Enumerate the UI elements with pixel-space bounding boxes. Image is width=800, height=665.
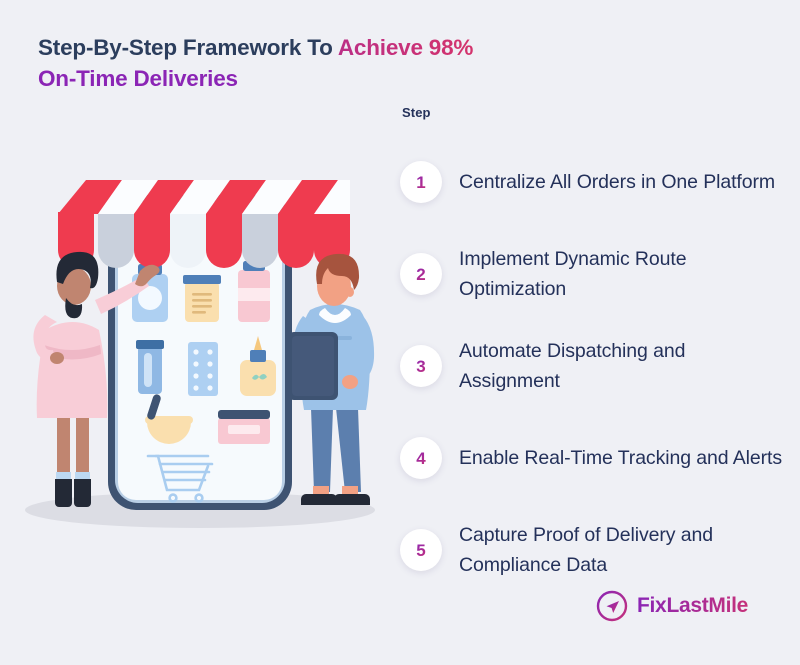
woman-pointing-illustration: [33, 251, 160, 507]
title-part-accent-purple: On-Time Deliveries: [38, 66, 238, 91]
tube-icon: [136, 340, 164, 394]
list-item[interactable]: 2 Implement Dynamic Route Optimization: [400, 228, 790, 320]
step-label: Automate Dispatching and Assignment: [459, 340, 686, 392]
title-line-2: On-Time Deliveries: [38, 63, 558, 94]
shopping-cart-icon: [146, 454, 214, 503]
paper-plane-in-circle-icon: [596, 590, 628, 622]
step-number: 3: [416, 356, 426, 376]
step-label: Enable Real-Time Tracking and Alerts: [459, 447, 782, 469]
step-number: 2: [416, 264, 426, 284]
striped-awning: [58, 180, 350, 268]
step-number: 5: [416, 540, 426, 560]
step-number-badge: 5: [400, 529, 442, 571]
container-cream-icon: [183, 275, 221, 322]
bottle-pink-icon: [238, 261, 270, 322]
brand-name: FixLastMile: [637, 594, 749, 617]
pill-blister-icon: [188, 342, 218, 396]
steps-list: 1 Centralize All Orders in One Platform …: [400, 136, 790, 596]
step-label: Capture Proof of Delivery and Compliance…: [459, 524, 713, 576]
man-with-clipboard-illustration: [288, 253, 375, 505]
brand-logo[interactable]: FixLastMile: [596, 590, 748, 622]
step-number-badge: 2: [400, 253, 442, 295]
list-item[interactable]: 3 Automate Dispatching and Assignment: [400, 320, 790, 412]
title-part-accent-pink: Achieve 98%: [337, 35, 474, 60]
mortar-pestle-icon: [145, 394, 193, 444]
step-label: Implement Dynamic Route Optimization: [459, 248, 687, 300]
pharmacy-storefront-illustration: [25, 180, 375, 528]
step-number: 1: [416, 172, 426, 192]
title-line-1: Step-By-Step Framework To Achieve 98%: [38, 32, 558, 63]
dropper-bottle-icon: [240, 336, 276, 396]
step-label: Centralize All Orders in One Platform: [459, 171, 776, 193]
list-item[interactable]: 1 Centralize All Orders in One Platform: [400, 136, 790, 228]
step-number-badge: 4: [400, 437, 442, 479]
list-item[interactable]: 5 Capture Proof of Delivery and Complian…: [400, 504, 790, 596]
page-title: Step-By-Step Framework To Achieve 98% On…: [38, 32, 558, 94]
step-number-badge: 3: [400, 345, 442, 387]
step-number-badge: 1: [400, 161, 442, 203]
box-icon: [218, 410, 270, 444]
steps-column-header: Step: [402, 105, 431, 120]
title-part-dark: Step-By-Step Framework To: [38, 35, 338, 60]
step-number: 4: [416, 448, 426, 468]
list-item[interactable]: 4 Enable Real-Time Tracking and Alerts: [400, 412, 790, 504]
